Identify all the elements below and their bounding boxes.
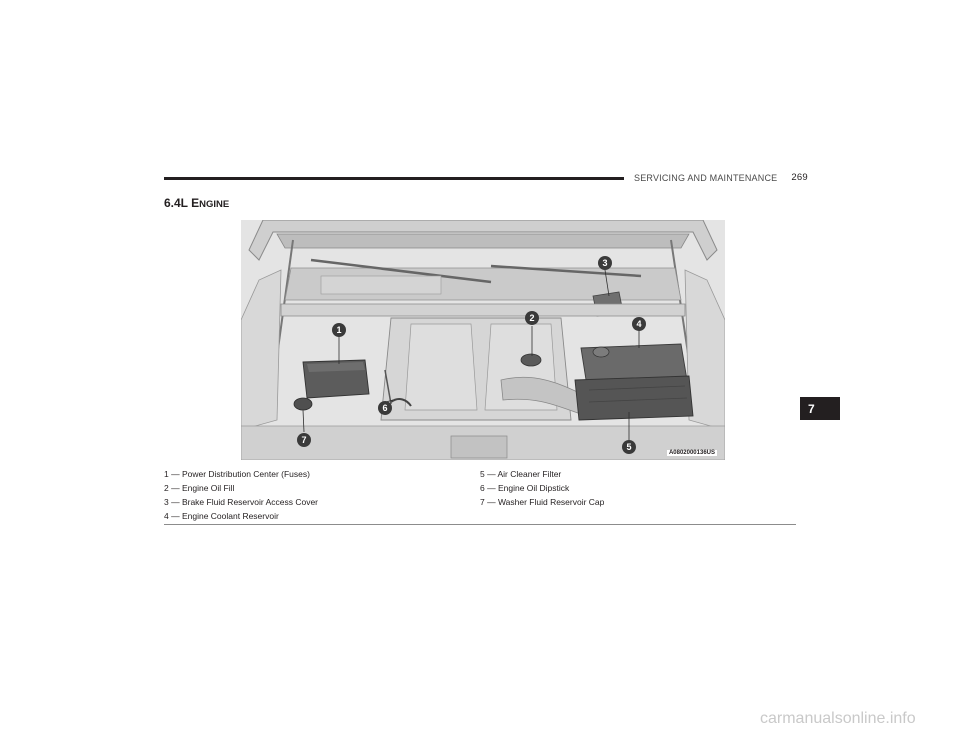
- section-title: 6.4L ENGINE: [164, 196, 229, 210]
- chapter-tab: 7: [800, 397, 840, 420]
- section-title-rest: NGINE: [199, 199, 230, 210]
- legend-item: 2 — Engine Oil Fill: [164, 483, 235, 493]
- legend-column-right: 5 — Air Cleaner Filter 6 — Engine Oil Di…: [480, 467, 796, 523]
- page-number: 269: [791, 172, 808, 183]
- header-rule: [164, 177, 624, 180]
- engine-illustration: 1 2 3 4 5 6 7: [241, 220, 725, 460]
- callout-1: 1: [332, 323, 346, 337]
- legend-item: 4 — Engine Coolant Reservoir: [164, 511, 279, 521]
- legend-item: 5 — Air Cleaner Filter: [480, 469, 562, 479]
- callout-6: 6: [378, 401, 392, 415]
- callout-5: 5: [622, 440, 636, 454]
- svg-text:5: 5: [626, 442, 631, 452]
- legend-column-left: 1 — Power Distribution Center (Fuses) 2 …: [164, 467, 480, 523]
- figure-id: A0802000136US: [666, 450, 717, 456]
- svg-text:3: 3: [602, 258, 607, 268]
- legend-rule: [164, 524, 796, 525]
- callout-7: 7: [297, 433, 311, 447]
- svg-text:4: 4: [636, 319, 641, 329]
- legend-item: 1 — Power Distribution Center (Fuses): [164, 469, 310, 479]
- legend-item: 7 — Washer Fluid Reservoir Cap: [480, 497, 605, 507]
- running-title: SERVICING AND MAINTENANCE: [634, 172, 778, 183]
- svg-text:2: 2: [529, 313, 534, 323]
- svg-text:6: 6: [382, 403, 387, 413]
- legend-item: 6 — Engine Oil Dipstick: [480, 483, 570, 493]
- watermark: carmanualsonline.info: [760, 710, 916, 727]
- legend-item: 3 — Brake Fluid Reservoir Access Cover: [164, 497, 318, 507]
- figure-legend: 1 — Power Distribution Center (Fuses) 2 …: [164, 467, 796, 525]
- running-head: SERVICING AND MAINTENANCE 269: [634, 172, 808, 183]
- engine-compartment-figure: 1 2 3 4 5 6 7 A0802000136US: [241, 220, 725, 460]
- svg-text:1: 1: [336, 325, 341, 335]
- callout-4: 4: [632, 317, 646, 331]
- callout-3: 3: [598, 256, 612, 270]
- svg-text:7: 7: [301, 435, 306, 445]
- section-title-lead: 6.4L E: [164, 196, 200, 210]
- callout-2: 2: [525, 311, 539, 325]
